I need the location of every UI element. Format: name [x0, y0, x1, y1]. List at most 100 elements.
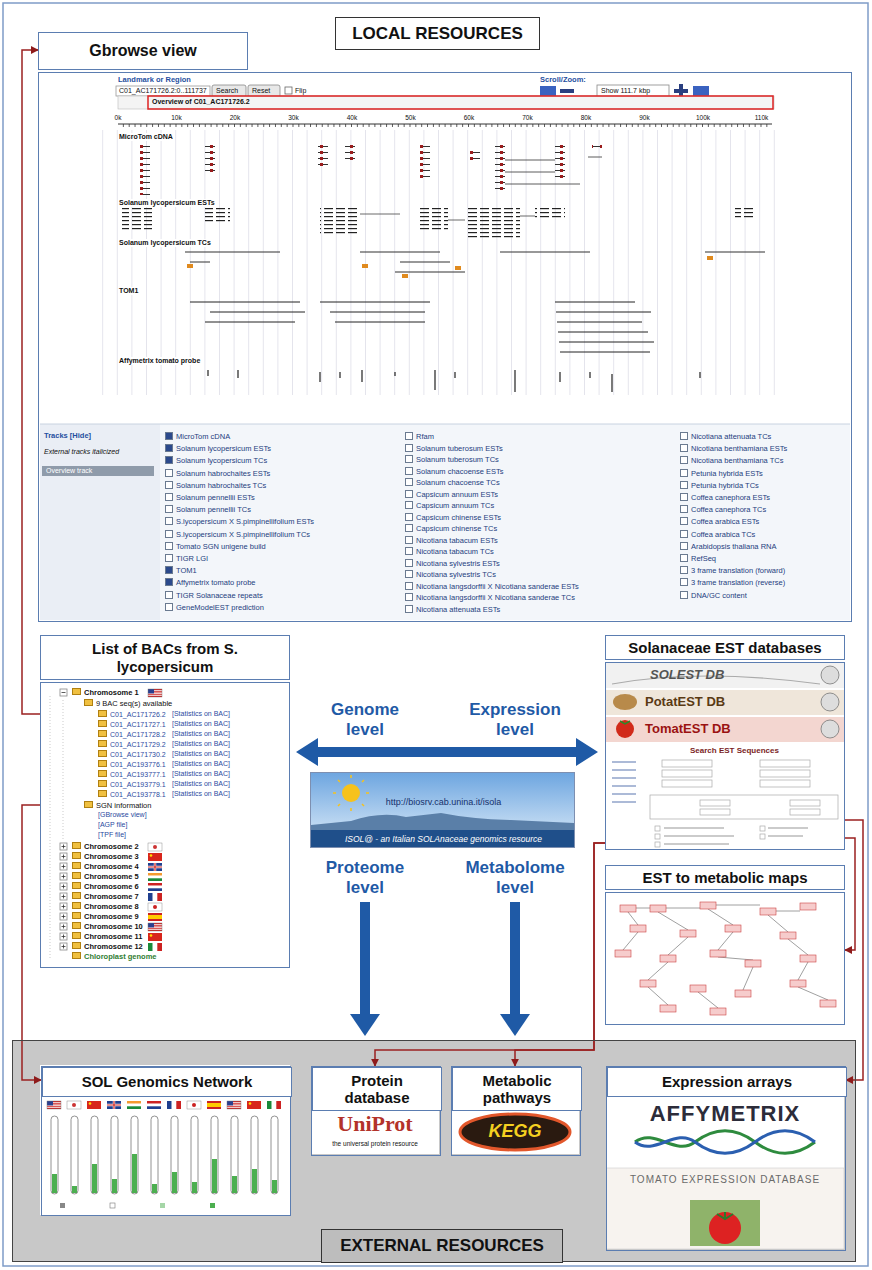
track-option: Solanum pennellii TCs	[165, 505, 251, 515]
track-option: Coffea canephora ESTs	[680, 493, 770, 503]
ruler-tick: 110k	[748, 114, 776, 121]
bac-link: [Statistics on BAC]	[172, 720, 230, 728]
bac-id: C01_AC193777.1	[98, 770, 166, 779]
external-resources-art	[210, 1203, 215, 1208]
track-option: S.lycopersicum X S.pimpinellifolium ESTs	[165, 517, 314, 527]
track-option: Capsicum chinense ESTs	[405, 513, 501, 523]
external-resources-art	[690, 1200, 760, 1246]
track-option: Nicotiana langsdorffii X Nicotiana sande…	[405, 582, 579, 592]
metabolic-map	[640, 980, 656, 987]
est-database-screenshot	[655, 826, 660, 831]
bac-tree	[148, 853, 162, 861]
button-label: Search	[216, 87, 238, 95]
track-option: Capsicum annuum TCs	[405, 501, 494, 511]
external-resources-art	[71, 1116, 78, 1194]
gbrowse-screenshot	[345, 145, 355, 163]
resource-box: Expression arrays	[606, 1066, 846, 1251]
logo-text: KEGG	[450, 1121, 580, 1142]
panel-link: Tracks [Hide]	[44, 432, 91, 441]
ruler-tick: 50k	[397, 114, 425, 121]
bac-tree	[41, 683, 289, 967]
track-option: TIGR Solanaceae repeats	[165, 591, 263, 601]
external-resources-art	[271, 1116, 278, 1194]
bac-tree	[60, 923, 67, 930]
gbrowse-screenshot	[455, 266, 461, 270]
bac-tree	[148, 843, 162, 851]
bac-tree	[60, 853, 67, 860]
link-arrow	[375, 843, 605, 1066]
gbrowse-screenshot	[116, 86, 210, 96]
gbrowse-screenshot	[39, 73, 851, 621]
level-label: Proteome level	[315, 858, 415, 897]
track-option: Coffea arabica TCs	[680, 530, 755, 540]
tree-item: Chromosome 7	[72, 892, 139, 902]
est-database-screenshot	[700, 809, 730, 815]
level-arrows	[360, 902, 370, 1016]
track-option: TIGR LGI	[165, 554, 208, 564]
db-title: PotatEST DB	[645, 695, 725, 710]
est-database-screenshot	[821, 720, 839, 738]
bac-tree	[148, 923, 162, 931]
track-option: Nicotiana attenuata TCs	[680, 432, 771, 442]
gbrowse-screenshot	[118, 124, 772, 127]
logo-text: AFFYMETRIX	[605, 1101, 845, 1126]
gbrowse-screenshot	[495, 145, 505, 193]
bac-tree	[148, 689, 162, 697]
checkbox-label: Flip	[295, 87, 306, 95]
track-option: DNA/GC content	[680, 591, 747, 601]
external-resources-art	[131, 1116, 138, 1194]
heading-text: Protein database	[327, 1072, 427, 1107]
portal-tagline: ISOL@ - an Italian SOLAnaceae genomics r…	[311, 834, 575, 844]
external-resources-art	[311, 1109, 439, 1154]
db-title: SOLEST DB	[650, 668, 724, 683]
est-database-screenshot	[760, 834, 765, 839]
heading-text: LOCAL RESOURCES	[352, 24, 523, 44]
est-database-screenshot	[662, 770, 712, 777]
bac-id: C01_AC171727.1	[98, 720, 166, 729]
metabolic-map	[630, 925, 646, 932]
metabolic-map-panel: EST to metabolic maps	[605, 865, 845, 1025]
est-database-screenshot	[612, 762, 636, 802]
est-database-screenshot	[620, 721, 630, 724]
bac-tree	[41, 683, 289, 967]
button-label: Overview track	[42, 466, 154, 476]
bac-tree	[148, 913, 162, 921]
est-database-screenshot	[613, 694, 637, 710]
tree-item: Chromosome 6	[72, 882, 139, 892]
gbrowse-screenshot	[555, 145, 565, 181]
metabolic-map	[606, 893, 844, 1024]
external-resources-art	[267, 1101, 281, 1109]
gbrowse-screenshot	[320, 208, 360, 236]
external-resources-art	[60, 1203, 65, 1208]
bac-tree	[148, 903, 162, 911]
ruler-tick: 20k	[221, 114, 249, 121]
gbrowse-screenshot	[592, 145, 602, 151]
track-option: TOM1	[165, 566, 197, 576]
portal-picture	[311, 813, 575, 830]
tree-link: [GBrowse view]	[98, 811, 147, 819]
heading-text: Expression arrays	[662, 1073, 792, 1090]
level-label: Metabolome level	[455, 858, 575, 897]
external-resources-art	[717, 1212, 733, 1219]
external-resources-art	[72, 1186, 77, 1193]
tree-item: 9 BAC seq(s) available	[84, 699, 172, 709]
level-arrows	[296, 738, 598, 1036]
track-option: Nicotiana benthamiana TCs	[680, 456, 783, 466]
panel-frame	[605, 662, 845, 850]
heading-text: EXTERNAL RESOURCES	[340, 1236, 544, 1256]
track-option: Solanum lycopersicum TCs	[165, 456, 267, 466]
bac-tree	[148, 873, 162, 881]
note-text: External tracks italicized	[44, 448, 119, 456]
outer-frame	[3, 3, 868, 1266]
gbrowse-screenshot	[40, 424, 850, 620]
metabolic-map	[650, 905, 666, 912]
metabolic-map	[680, 930, 696, 937]
est-database-screenshot	[664, 828, 808, 844]
track-option: Nicotiana tabacum ESTs	[405, 536, 498, 546]
external-resources-art	[111, 1116, 118, 1194]
gbrowse-screenshot	[140, 145, 150, 195]
est-database-screenshot	[606, 663, 844, 688]
track-option: Tomato SGN unigene build	[165, 542, 266, 552]
est-database-screenshot	[821, 693, 839, 711]
est-database-screenshot	[606, 663, 844, 849]
